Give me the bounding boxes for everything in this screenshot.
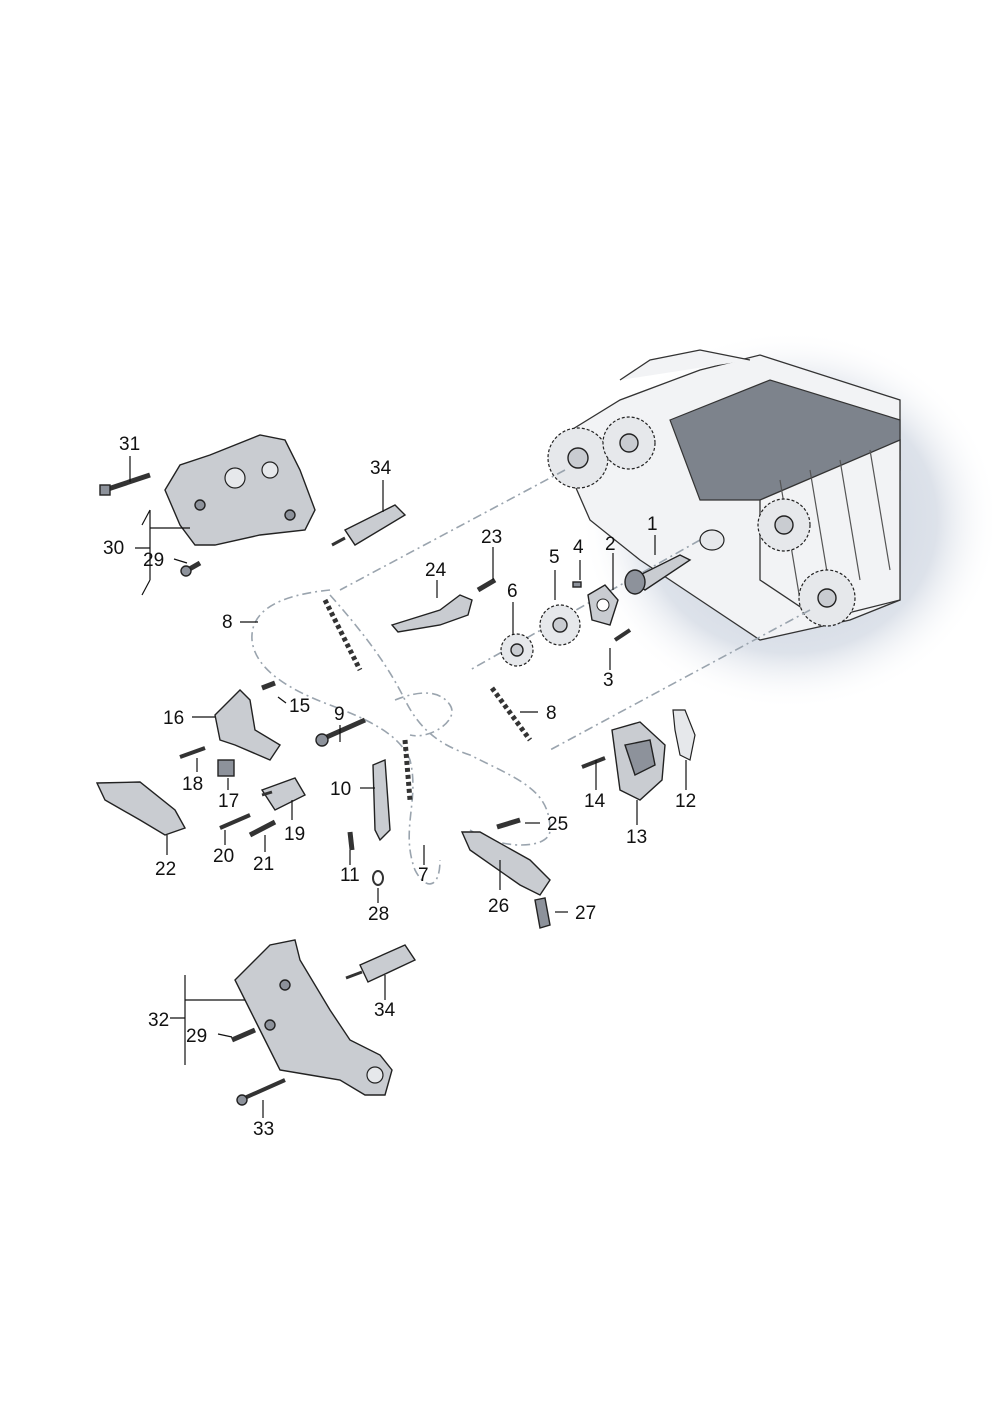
bolt-21 [248, 819, 277, 838]
bolt-33 [236, 1078, 286, 1106]
callout-15: 15 [289, 696, 310, 717]
callout-1: 1 [647, 514, 658, 535]
callout-26: 26 [488, 896, 509, 917]
bolt-29-upper [180, 560, 202, 577]
sealant-tube-lower [345, 944, 417, 983]
callout-4: 4 [573, 537, 584, 558]
callout-33: 33 [253, 1119, 274, 1140]
plug-27 [534, 897, 551, 929]
callout-10: 10 [330, 779, 351, 800]
lower-timing-cover [234, 939, 393, 1096]
callout-22: 22 [155, 859, 176, 880]
flange-2 [587, 584, 619, 626]
callout-24: 24 [425, 560, 447, 581]
callout-7: 7 [418, 865, 429, 886]
cam-sprocket-upper-left [547, 427, 609, 489]
chain-8-upper [322, 598, 363, 672]
callout-16: 16 [163, 708, 184, 729]
bolt-23 [476, 577, 497, 593]
bolt-20 [219, 813, 251, 830]
callout-34-upper: 34 [370, 458, 392, 479]
central-bolt-1 [624, 529, 725, 595]
chain-7 [402, 739, 413, 801]
chain-tensioner-13 [611, 721, 666, 801]
tensioner-rail-22 [95, 781, 187, 836]
cam-sprocket-lower-right [798, 569, 856, 627]
guide-rail-26 [460, 831, 551, 896]
callout-labels: 1 2 3 4 5 6 7 8 8 9 10 11 12 13 14 15 16… [103, 434, 696, 1140]
assembly-lines [251, 469, 811, 885]
seal-ring-28 [372, 870, 384, 886]
bolt-9 [315, 717, 367, 747]
callout-14: 14 [584, 791, 606, 812]
callout-23: 23 [481, 527, 502, 548]
chain-8-lower [489, 686, 533, 742]
callout-25: 25 [547, 814, 568, 835]
callout-3: 3 [603, 670, 614, 691]
nut-17 [217, 759, 235, 777]
callout-6: 6 [507, 581, 518, 602]
callout-29-lower: 29 [186, 1026, 207, 1047]
callout-8-upper: 8 [222, 612, 233, 633]
leader-lines [129, 456, 687, 1118]
cam-sprocket-upper-right [602, 416, 656, 470]
callout-32: 32 [148, 1010, 169, 1031]
bracket-16 [214, 689, 281, 761]
sprocket-5 [539, 604, 581, 646]
bolt-29-lower [231, 1027, 256, 1043]
bolt-18 [179, 746, 206, 759]
callout-21: 21 [253, 854, 274, 875]
callout-27: 27 [575, 903, 596, 924]
bolt-14 [581, 756, 606, 769]
callout-19: 19 [284, 824, 305, 845]
sensor-19 [260, 777, 306, 811]
callout-8-lower: 8 [546, 703, 557, 724]
callout-17: 17 [218, 791, 239, 812]
callout-34-lower: 34 [374, 1000, 396, 1021]
key-4 [572, 581, 582, 588]
callout-9: 9 [334, 704, 345, 725]
chain-guide-10 [372, 758, 391, 842]
callout-13: 13 [626, 827, 647, 848]
callout-11: 11 [340, 865, 360, 886]
sprocket-6 [500, 633, 534, 667]
callout-20: 20 [213, 846, 234, 867]
callout-2: 2 [605, 534, 616, 555]
callout-5: 5 [549, 547, 560, 568]
guide-rail-24 [390, 594, 473, 633]
cam-sprocket-lower-left [757, 498, 811, 552]
callout-30: 30 [103, 538, 124, 559]
bolt-3 [613, 628, 632, 642]
callout-12: 12 [675, 791, 696, 812]
upper-timing-cover [164, 434, 316, 546]
callout-31: 31 [119, 434, 140, 455]
plate-12 [672, 709, 696, 761]
bolt-31 [99, 472, 151, 496]
callout-28: 28 [368, 904, 389, 925]
bolt-15 [261, 680, 276, 691]
bolt-11 [347, 831, 355, 851]
callout-18: 18 [182, 774, 203, 795]
sealant-tube-upper [331, 504, 407, 547]
callout-29-upper: 29 [143, 550, 164, 571]
bolt-25 [496, 817, 521, 830]
